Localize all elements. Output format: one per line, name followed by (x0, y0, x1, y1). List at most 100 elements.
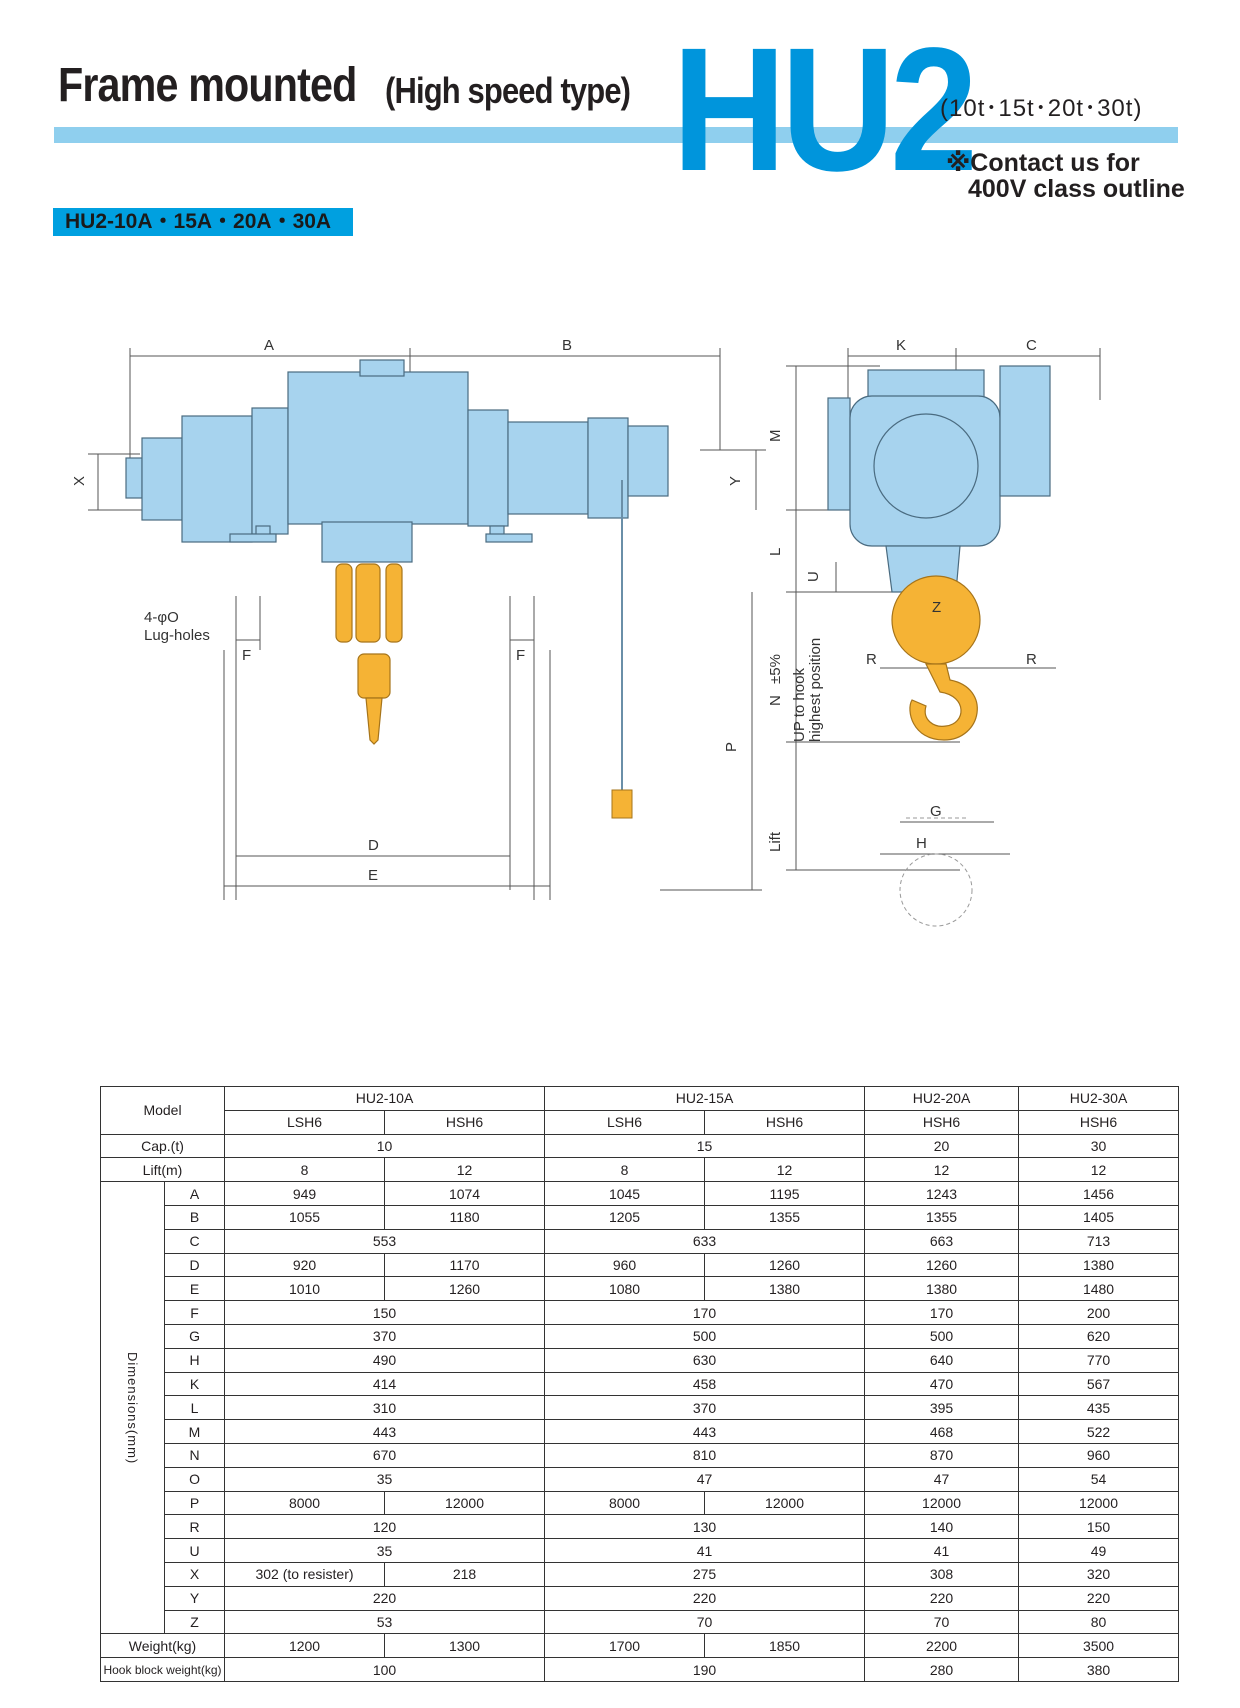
dim-letter: N (163, 1442, 226, 1468)
table-cell: 1205 (544, 1204, 706, 1230)
label-tolerance: ±5% (767, 654, 784, 684)
table-cell: 12000 (704, 1490, 866, 1516)
dim-letter: D (163, 1252, 226, 1278)
table-cell: 567 (1018, 1371, 1180, 1397)
table-cell: 220 (224, 1585, 546, 1611)
label-r-left: R (866, 651, 877, 668)
table-cell: 640 (864, 1347, 1020, 1373)
label-a: A (264, 337, 274, 354)
label-x: X (71, 476, 88, 486)
dim-letter: Y (163, 1585, 226, 1611)
table-cell: 1055 (224, 1204, 386, 1230)
table-cell: 220 (544, 1585, 866, 1611)
model-badge: HU2-10A・15A・20A・30A (53, 208, 353, 236)
table-cell: 468 (864, 1419, 1020, 1444)
table-cell: 630 (544, 1347, 866, 1373)
table-cell: 35 (224, 1538, 546, 1563)
label-f-left: F (242, 647, 251, 664)
label-f-right: F (516, 647, 525, 664)
table-cell: 500 (544, 1323, 866, 1349)
label-l: L (767, 548, 784, 556)
table-cell: 1080 (544, 1276, 706, 1302)
label-lug-count: 4-φO (144, 609, 179, 626)
dim-letter: O (163, 1466, 226, 1492)
variant-cell: HSH6 (384, 1109, 546, 1135)
table-cell: 1200 (224, 1633, 386, 1659)
dim-letter: R (163, 1514, 226, 1540)
table-cell: 949 (224, 1181, 386, 1206)
table-cell: 12000 (1018, 1490, 1180, 1516)
table-cell: 15 (544, 1133, 866, 1159)
table-cell: 810 (544, 1442, 866, 1468)
table-cell: 370 (544, 1395, 866, 1421)
table-cell: 1456 (1018, 1181, 1180, 1206)
dim-letter: K (163, 1371, 226, 1397)
contact-note-line1: ※Contact us for (946, 149, 1140, 177)
table-cell: 458 (544, 1371, 866, 1397)
page-subtitle: (High speed type) (385, 70, 631, 111)
label-m: M (767, 430, 784, 443)
label-u: U (805, 571, 822, 582)
table-cell: 10 (224, 1133, 546, 1159)
table-cell: 2200 (864, 1633, 1020, 1659)
variant-cell: HSH6 (864, 1109, 1020, 1135)
table-cell: 1380 (704, 1276, 866, 1302)
table-cell: 663 (864, 1228, 1020, 1254)
table-cell: 70 (544, 1609, 866, 1635)
table-cell: 190 (544, 1657, 866, 1682)
table-cell: 41 (864, 1538, 1020, 1563)
variant-cell: LSH6 (224, 1109, 386, 1135)
table-cell: 49 (1018, 1538, 1180, 1563)
table-cell: 70 (864, 1609, 1020, 1635)
dim-letter: M (163, 1419, 226, 1444)
table-cell: 218 (384, 1561, 546, 1587)
label-e: E (368, 867, 378, 884)
contact-note-line2: 400V class outline (968, 175, 1185, 203)
table-cell: 1074 (384, 1181, 546, 1206)
table-cell: 200 (1018, 1300, 1180, 1325)
dim-letter: H (163, 1347, 226, 1373)
table-cell: 443 (224, 1419, 546, 1444)
dim-letter: G (163, 1323, 226, 1349)
dim-letter: C (163, 1228, 226, 1254)
dim-letter: B (163, 1204, 226, 1230)
label-lift: Lift (767, 831, 784, 852)
label-lug-holes: Lug-holes (144, 627, 210, 644)
table-cell: 220 (1018, 1585, 1180, 1611)
table-cell: 12 (1018, 1157, 1180, 1183)
variant-cell: LSH6 (544, 1109, 706, 1135)
table-cell: 8 (544, 1157, 706, 1183)
table-cell: 960 (1018, 1442, 1180, 1468)
model-name: HU2 (672, 12, 978, 208)
table-cell: 12000 (384, 1490, 546, 1516)
table-cell: 310 (224, 1395, 546, 1421)
capacity-list: (10t･15t･20t･30t) (940, 95, 1143, 122)
model-cell: HU2-20A (864, 1086, 1020, 1111)
label-y: Y (727, 476, 744, 486)
table-cell: 1850 (704, 1633, 866, 1659)
table-cell: 1010 (224, 1276, 386, 1302)
table-cell: 12 (864, 1157, 1020, 1183)
table-cell: 150 (224, 1300, 546, 1325)
table-cell: 920 (224, 1252, 386, 1278)
table-cell: 1355 (704, 1204, 866, 1230)
label-n: N (767, 695, 784, 706)
table-cell: 414 (224, 1371, 546, 1397)
table-cell: 553 (224, 1228, 546, 1254)
table-cell: 670 (224, 1442, 546, 1468)
dim-letter: E (163, 1276, 226, 1302)
hoist-drawing: A B K C X Y M L U F F D E P N ±5% UP to … (71, 337, 1101, 927)
table-cell: 320 (1018, 1561, 1180, 1587)
table-cell: 120 (224, 1514, 546, 1540)
table-cell: 280 (864, 1657, 1020, 1682)
